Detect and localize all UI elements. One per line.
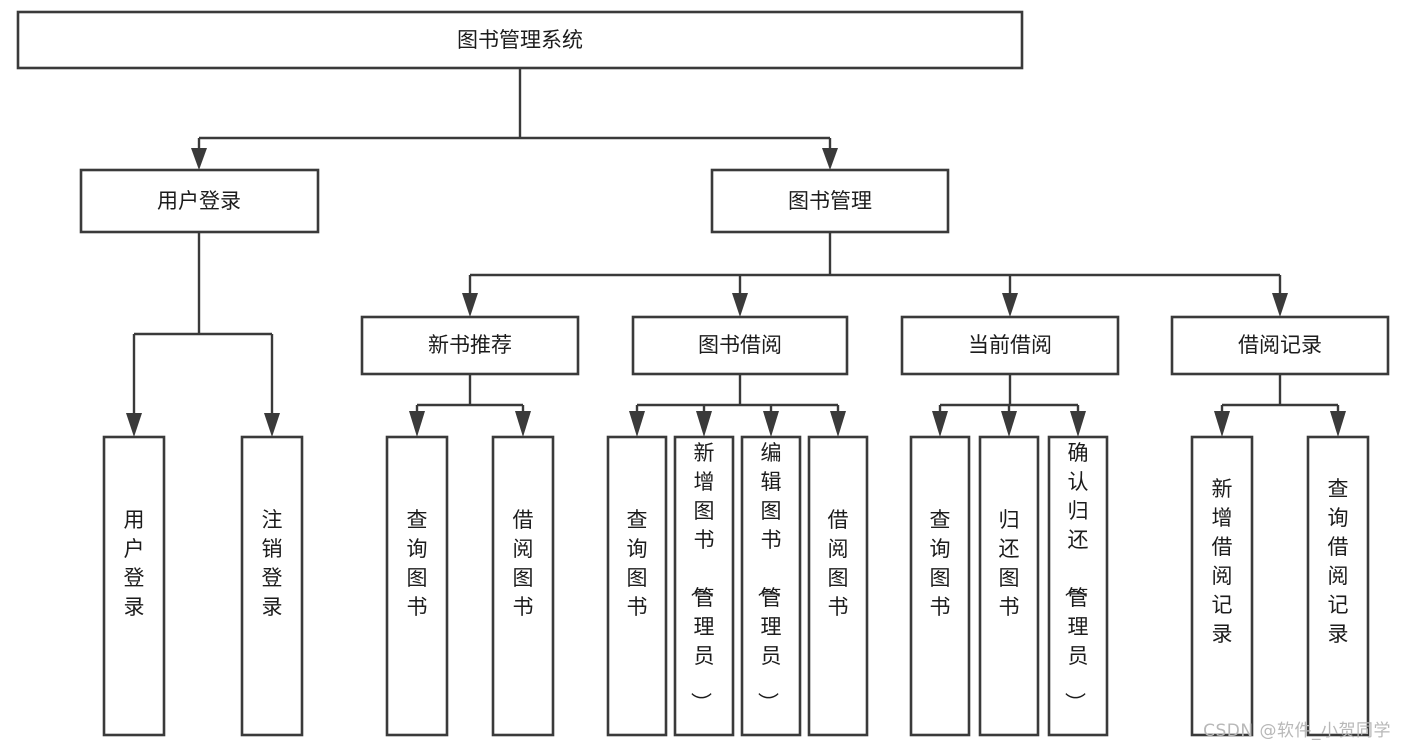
- arrowhead-leaf-logout: [264, 413, 280, 437]
- connectors-book-mgmt-to-level3: [462, 232, 1288, 317]
- leaf-bb-borrow-book-label: 借阅图书: [828, 508, 849, 619]
- leaf-cb-return-book-box[interactable]: [978, 435, 1040, 737]
- arrowhead-user-login: [191, 148, 207, 170]
- leaf-logout-box[interactable]: [240, 435, 304, 737]
- node-book-borrow-label: 图书借阅: [698, 333, 782, 357]
- leaf-bb-add-book-label: 新增图书（管理员）: [689, 441, 715, 713]
- leaf-user-login[interactable]: 用户登录: [102, 435, 166, 737]
- arrowhead-borrow-record: [1272, 293, 1288, 317]
- connectors-root-to-level2: [191, 68, 838, 170]
- leaf-bb-query-book-box[interactable]: [606, 435, 668, 737]
- leaf-user-login-box[interactable]: [102, 435, 166, 737]
- arrowhead-current-borrow: [1002, 293, 1018, 317]
- node-user-login-box[interactable]: [79, 168, 320, 234]
- node-root-box[interactable]: [16, 10, 1024, 70]
- leaf-cb-confirm-return-box[interactable]: [1047, 435, 1109, 737]
- leaf-cb-return-book[interactable]: 归还图书: [978, 435, 1040, 737]
- leaf-bb-add-book-box[interactable]: [673, 435, 735, 737]
- arrowhead-leaf-user-login: [126, 413, 142, 437]
- leaf-cb-query-book[interactable]: 查询图书: [909, 435, 971, 737]
- node-borrow-record-label: 借阅记录: [1238, 333, 1322, 357]
- leaf-logout[interactable]: 注销登录: [240, 435, 304, 737]
- arrowhead-book-mgmt: [822, 148, 838, 170]
- arrowhead-new-book: [462, 293, 478, 317]
- node-root[interactable]: 图书管理系统: [16, 10, 1024, 70]
- leaf-cb-confirm-return[interactable]: 确认归还（管理员）: [1047, 435, 1109, 737]
- leaf-bb-query-book[interactable]: 查询图书: [606, 435, 668, 737]
- leaf-cb-return-book-label: 归还图书: [999, 508, 1020, 619]
- leaf-nb-query-book-box[interactable]: [385, 435, 449, 737]
- leaf-user-login-label: 用户登录: [124, 508, 145, 619]
- leaf-nb-query-book-label: 查询图书: [407, 508, 428, 619]
- node-borrow-record-box[interactable]: [1170, 315, 1390, 376]
- leaf-bb-edit-book[interactable]: 编辑图书（管理员）: [740, 435, 802, 737]
- connectors-new-book-to-leaves: [409, 374, 531, 437]
- arrowhead-nb-leaf-1: [409, 411, 425, 437]
- connectors-borrow-record-to-leaves: [1214, 374, 1346, 437]
- connectors-current-borrow-to-leaves: [932, 374, 1086, 437]
- arrowhead-book-borrow: [732, 293, 748, 317]
- node-current-borrow[interactable]: 当前借阅: [900, 315, 1120, 376]
- leaf-br-add-record-label: 新增借阅记录: [1212, 477, 1233, 646]
- connectors-user-login-to-leaves: [126, 232, 280, 437]
- arrowhead-bb-leaf-3: [763, 411, 779, 437]
- node-book-management-label: 图书管理: [788, 189, 872, 213]
- leaf-cb-confirm-return-label: 确认归还（管理员）: [1063, 441, 1089, 713]
- node-user-login[interactable]: 用户登录: [79, 168, 320, 234]
- leaf-bb-borrow-book[interactable]: 借阅图书: [807, 435, 869, 737]
- arrowhead-br-leaf-1: [1214, 411, 1230, 437]
- arrowhead-cb-leaf-3: [1070, 411, 1086, 437]
- leaf-nb-borrow-book-label: 借阅图书: [513, 508, 534, 619]
- leaf-bb-edit-book-box[interactable]: [740, 435, 802, 737]
- node-new-book-recommend[interactable]: 新书推荐: [360, 315, 580, 376]
- leaf-br-query-record[interactable]: 查询借阅记录: [1306, 435, 1370, 737]
- arrowhead-cb-leaf-2: [1001, 411, 1017, 437]
- arrowhead-cb-leaf-1: [932, 411, 948, 437]
- leaf-br-add-record-box[interactable]: [1190, 435, 1254, 737]
- leaf-bb-add-book[interactable]: 新增图书（管理员）: [673, 435, 735, 737]
- node-current-borrow-box[interactable]: [900, 315, 1120, 376]
- leaf-logout-label: 注销登录: [262, 508, 283, 619]
- leaf-br-query-record-box[interactable]: [1306, 435, 1370, 737]
- node-root-label: 图书管理系统: [457, 28, 583, 52]
- leaf-br-add-record[interactable]: 新增借阅记录: [1190, 435, 1254, 737]
- connectors-book-borrow-to-leaves: [629, 374, 846, 437]
- arrowhead-bb-leaf-1: [629, 411, 645, 437]
- node-book-borrow-box[interactable]: [631, 315, 849, 376]
- arrowhead-bb-leaf-2: [696, 411, 712, 437]
- leaf-bb-edit-book-label: 编辑图书（管理员）: [756, 441, 782, 713]
- node-book-management[interactable]: 图书管理: [710, 168, 950, 234]
- node-user-login-label: 用户登录: [157, 189, 241, 213]
- arrowhead-br-leaf-2: [1330, 411, 1346, 437]
- leaf-nb-borrow-book-box[interactable]: [491, 435, 555, 737]
- node-book-management-box[interactable]: [710, 168, 950, 234]
- leaf-bb-borrow-book-box[interactable]: [807, 435, 869, 737]
- node-borrow-record[interactable]: 借阅记录: [1170, 315, 1390, 376]
- node-current-borrow-label: 当前借阅: [968, 333, 1052, 357]
- node-book-borrow[interactable]: 图书借阅: [631, 315, 849, 376]
- leaf-bb-query-book-label: 查询图书: [627, 508, 648, 619]
- leaf-nb-query-book[interactable]: 查询图书: [385, 435, 449, 737]
- node-new-book-recommend-label: 新书推荐: [428, 333, 512, 357]
- arrowhead-bb-leaf-4: [830, 411, 846, 437]
- leaf-cb-query-book-label: 查询图书: [930, 508, 951, 619]
- csdn-watermark: CSDN @软件_小贺同学: [1203, 721, 1391, 741]
- leaf-nb-borrow-book[interactable]: 借阅图书: [491, 435, 555, 737]
- arrowhead-nb-leaf-2: [515, 411, 531, 437]
- leaf-cb-query-book-box[interactable]: [909, 435, 971, 737]
- leaf-br-query-record-label: 查询借阅记录: [1328, 477, 1349, 646]
- node-new-book-recommend-box[interactable]: [360, 315, 580, 376]
